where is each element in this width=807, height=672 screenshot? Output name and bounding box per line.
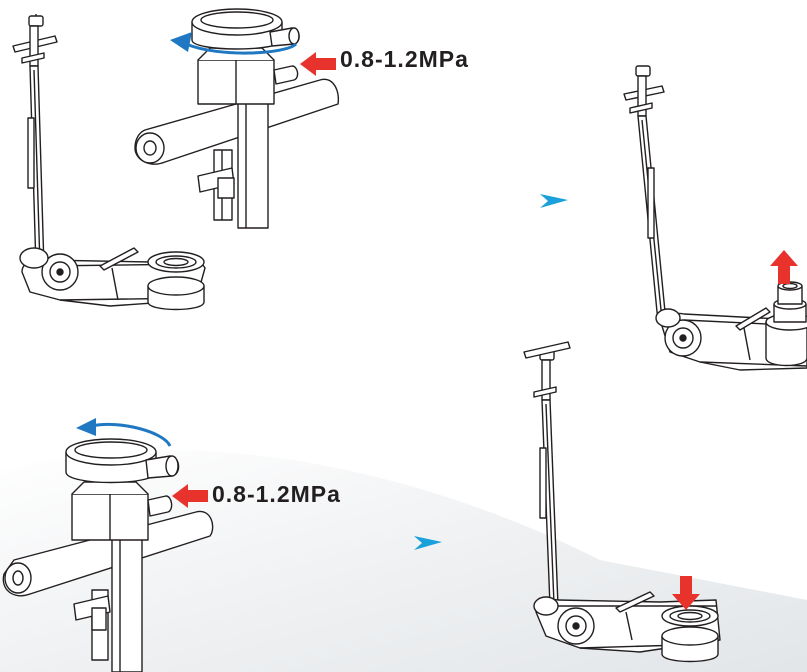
lower-arrow-icon (672, 576, 700, 610)
valve-detail-bottom (2, 438, 214, 672)
valve-detail-top (134, 8, 340, 229)
raise-arrow-icon (770, 250, 798, 284)
air-input-arrow-icon (300, 52, 336, 76)
jack-bottom-lowering (523, 341, 721, 663)
next-step-chevron-icon (414, 536, 442, 550)
rotate-counterclockwise-arrow-icon (91, 422, 172, 447)
rotate-counterclockwise-arrow-icon (185, 42, 298, 55)
pressure-label-bottom: 0.8-1.2MPa (212, 481, 341, 507)
air-input-arrow-icon (172, 484, 208, 508)
next-step-chevron-icon (540, 194, 568, 208)
jack-right-raising (623, 65, 807, 371)
pressure-label-top: 0.8-1.2MPa (340, 46, 469, 72)
jack-top-left (12, 14, 206, 311)
